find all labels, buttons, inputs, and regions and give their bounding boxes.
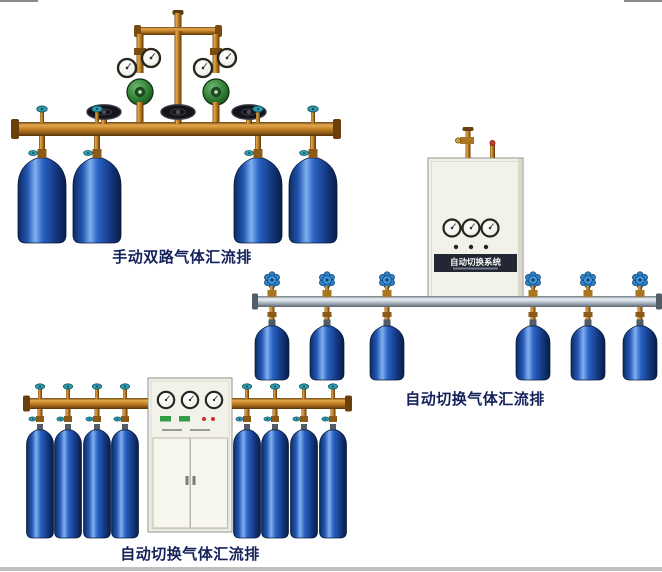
pressure-gauge bbox=[180, 390, 200, 410]
valve-handwheel bbox=[161, 105, 195, 124]
cabinet-nameplate-text: 自动切换系统 bbox=[450, 257, 502, 267]
pressure-gauge bbox=[480, 218, 500, 238]
indicator-green bbox=[160, 416, 171, 422]
nameplate-subline bbox=[453, 267, 498, 270]
gas-cylinder-station bbox=[255, 272, 289, 380]
pipe-end-cap bbox=[462, 127, 474, 131]
cabinet-door bbox=[152, 437, 191, 529]
pipe-end-cap bbox=[333, 119, 341, 139]
indicator-red bbox=[202, 417, 206, 421]
pipe-end-cap bbox=[11, 119, 19, 139]
cabinet-inner-frame bbox=[150, 380, 230, 530]
figure-caption: 手动双路气体汇流排 bbox=[112, 249, 252, 266]
cabinet-shadow-edge bbox=[518, 159, 522, 301]
door-handle bbox=[192, 476, 196, 485]
label-strip bbox=[190, 429, 210, 431]
pressure-gauge bbox=[156, 390, 176, 410]
page-edge bbox=[0, 0, 38, 2]
pressure-regulator-assembly bbox=[118, 34, 160, 124]
red-cap bbox=[489, 140, 496, 146]
cabinet-stub-pipe bbox=[490, 144, 495, 158]
page-edge bbox=[624, 0, 662, 2]
pipe-end-cap bbox=[252, 293, 258, 310]
pressure-regulator-assembly bbox=[194, 34, 236, 124]
pressure-gauge bbox=[442, 218, 462, 238]
figure-caption: 自动切换气体汇流排 bbox=[120, 546, 260, 563]
cabinet-door bbox=[190, 437, 228, 529]
collector-pipe bbox=[256, 296, 658, 307]
valve-knob bbox=[455, 137, 461, 144]
pressure-gauge bbox=[204, 390, 224, 410]
auto-switch-wall-manifold-figure: 自动切换系统 bbox=[252, 127, 662, 386]
auto-switch-cabinet-manifold-figure bbox=[23, 377, 352, 558]
label-strip bbox=[162, 429, 182, 431]
indicator-light bbox=[468, 244, 474, 250]
pipe-end-cap bbox=[23, 395, 30, 412]
pressure-gauge bbox=[461, 218, 481, 238]
valve-body bbox=[460, 137, 474, 144]
door-handle bbox=[185, 476, 189, 485]
indicator-green bbox=[179, 416, 190, 422]
manifold-pipe-right bbox=[232, 398, 348, 409]
indicator-light bbox=[483, 244, 489, 250]
main-manifold-pipe bbox=[16, 122, 336, 136]
gas-cylinder-station bbox=[370, 272, 404, 380]
figure-caption: 自动切换气体汇流排 bbox=[405, 391, 545, 408]
indicator-light bbox=[453, 244, 459, 250]
pipe-end-cap bbox=[345, 395, 352, 412]
gas-cylinder-station bbox=[623, 272, 657, 380]
center-riser-pipe bbox=[174, 31, 182, 123]
top-stub-pipe bbox=[174, 13, 182, 31]
pipe-end-cap bbox=[656, 293, 662, 310]
manifold-pipe-left bbox=[28, 398, 148, 409]
indicator-red bbox=[211, 417, 215, 421]
gas-cylinder-station bbox=[571, 272, 605, 380]
page-edge bbox=[0, 567, 662, 571]
gas-cylinder-station bbox=[310, 272, 344, 380]
manual-dual-manifold-figure bbox=[11, 10, 341, 252]
